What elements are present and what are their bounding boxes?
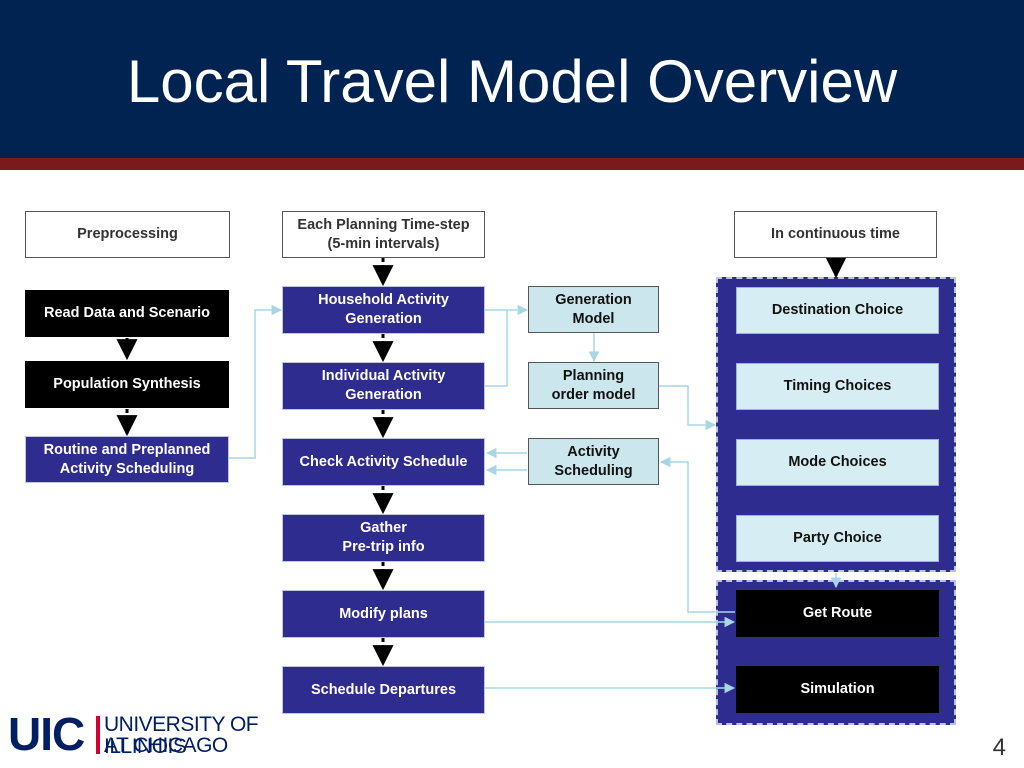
title-banner [0, 0, 1024, 158]
population-synthesis-box: Population Synthesis [25, 361, 229, 408]
read-data-box: Read Data and Scenario [25, 290, 229, 337]
uic-logo-line1: UNIVERSITY OF ILLINOIS [104, 713, 259, 758]
routine-scheduling-box: Routine and Preplanned Activity Scheduli… [25, 436, 229, 483]
planning-order-model-box: Planning order model [528, 362, 659, 409]
uic-logo-mark: UIC [8, 708, 85, 760]
household-generation-box: Household Activity Generation [282, 286, 485, 334]
mode-choices-box: Mode Choices [736, 439, 939, 486]
link-routine-to-household [229, 304, 283, 459]
gather-info-box: Gather Pre-trip info [282, 514, 485, 562]
uic-logo: UIC UNIVERSITY OF ILLINOIS AT CHICAGO [8, 708, 278, 760]
activity-scheduling-box: Activity Scheduling [528, 438, 659, 485]
check-schedule-box: Check Activity Schedule [282, 438, 485, 486]
uic-logo-line2: AT CHICAGO [104, 734, 228, 757]
continuous-time-header: In continuous time [734, 211, 937, 258]
link-route-to-activity [659, 456, 735, 613]
destination-choice-box: Destination Choice [736, 287, 939, 334]
preprocessing-header: Preprocessing [25, 211, 230, 258]
link-individual-to-generation [485, 310, 508, 387]
page-number: 4 [992, 734, 1006, 761]
generation-model-box: Generation Model [528, 286, 659, 333]
link-planning-to-panel [659, 385, 717, 431]
get-route-box: Get Route [736, 590, 939, 637]
party-choice-box: Party Choice [736, 515, 939, 562]
modify-plans-box: Modify plans [282, 590, 485, 638]
title-stripe [0, 158, 1024, 170]
individual-generation-box: Individual Activity Generation [282, 362, 485, 410]
timing-choices-box: Timing Choices [736, 363, 939, 410]
schedule-departures-box: Schedule Departures [282, 666, 485, 714]
uic-logo-divider [96, 716, 100, 754]
slide-title: Local Travel Model Overview [126, 48, 898, 115]
simulation-box: Simulation [736, 666, 939, 713]
time-step-header: Each Planning Time-step (5-min intervals… [282, 211, 485, 258]
